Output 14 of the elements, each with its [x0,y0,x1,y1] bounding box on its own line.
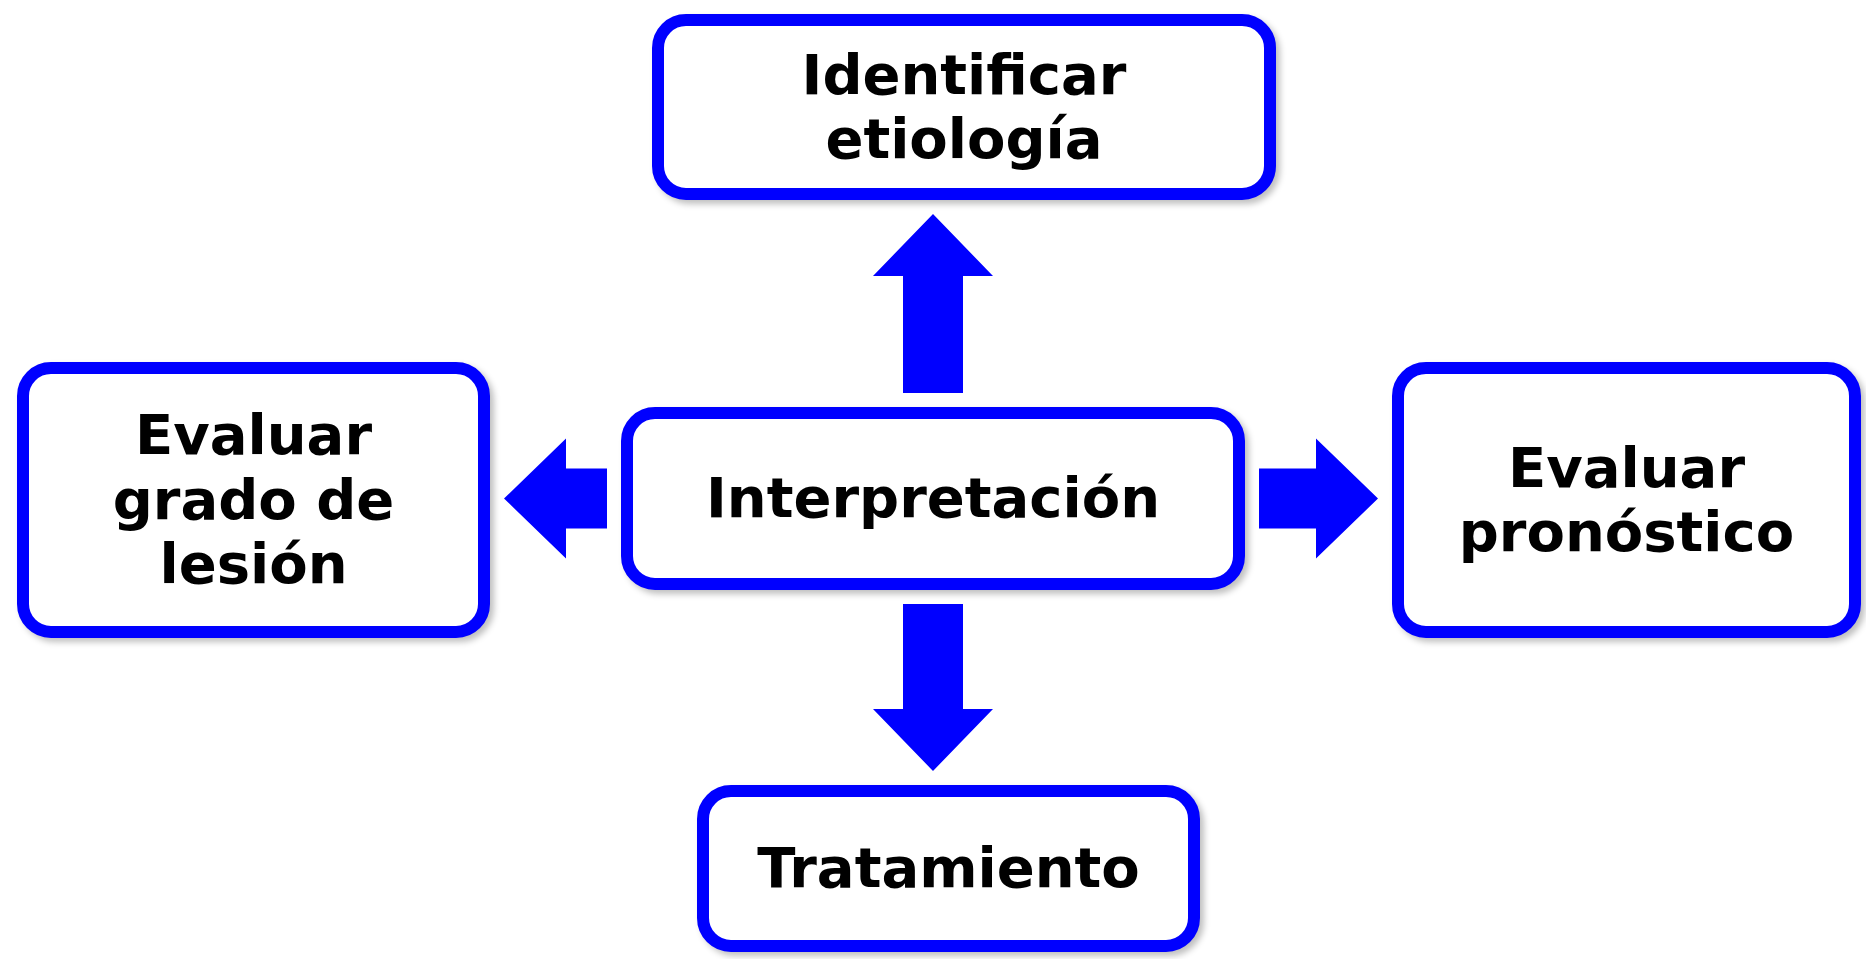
box-label: Tratamiento [757,836,1140,901]
block-arrow [1259,438,1378,559]
box-label: Evaluar grado de lesión [111,403,396,597]
process-box [1392,362,1861,638]
block-arrow [504,438,607,559]
box-label: Evaluar pronóstico [1457,435,1796,565]
process-box [17,362,490,638]
process-box [621,407,1245,590]
box-label: Interpretación [705,466,1160,531]
process-box [697,785,1200,952]
block-arrow [873,214,993,393]
box-label: Identificar etiología [800,42,1128,172]
block-arrow [873,604,993,771]
process-box [652,14,1276,200]
